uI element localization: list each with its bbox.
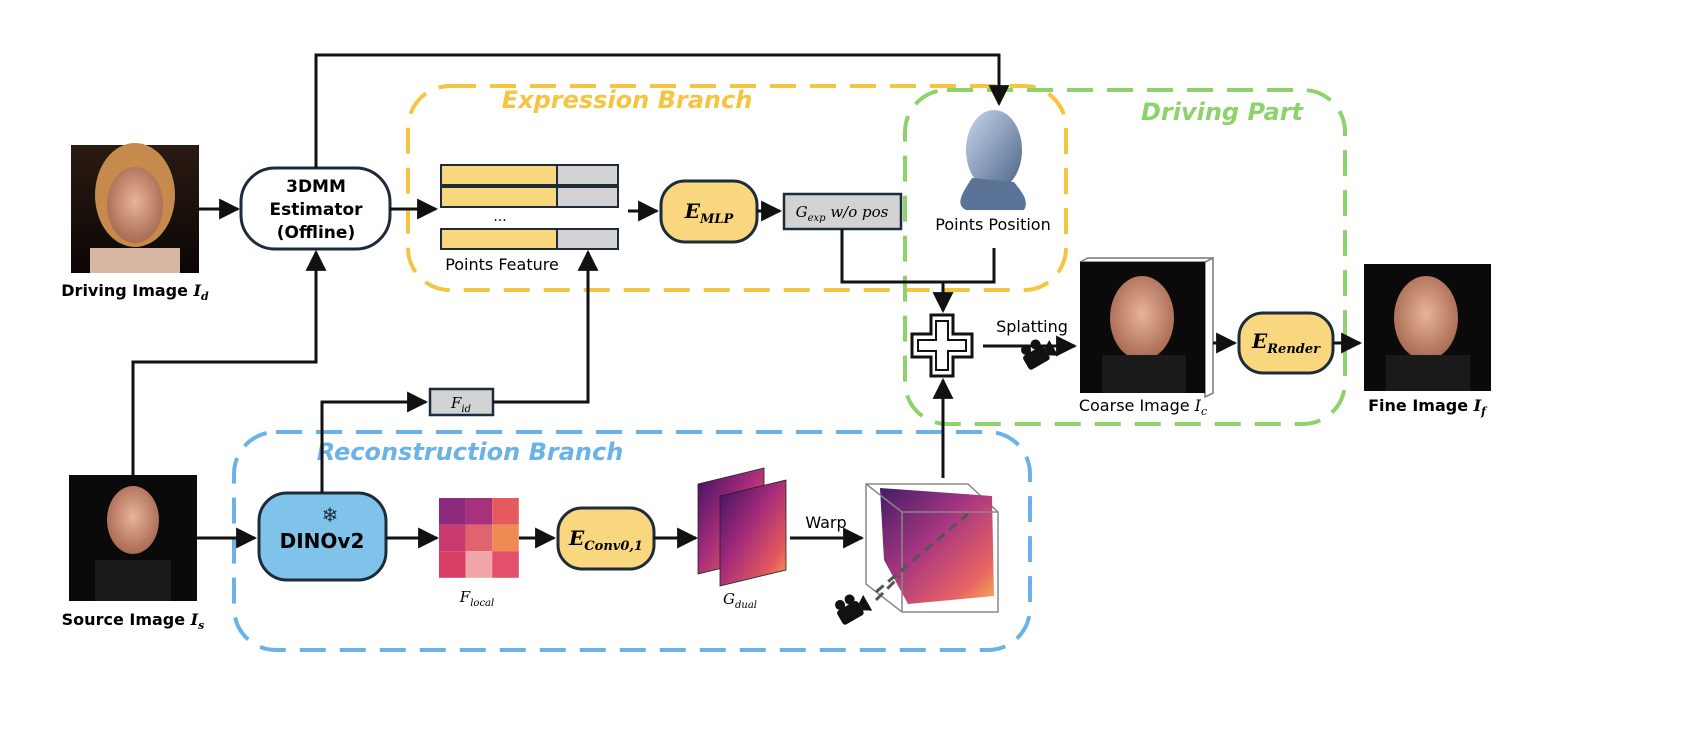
heatmap-cell [492, 551, 519, 578]
dinov2-label: DINOv2 [280, 529, 365, 553]
e-mlp-label: EMLP [684, 199, 735, 227]
heatmap-cell [465, 551, 493, 578]
g-dual-planes [697, 467, 787, 587]
points-feature-ellipsis: ... [493, 209, 506, 225]
g-exp-feature [782, 192, 903, 231]
driving-image-label: Driving Image Id [61, 281, 209, 303]
warped-volume-cube [865, 483, 999, 613]
3d-head-mesh [960, 110, 1026, 210]
warp-label: Warp [805, 513, 846, 532]
camera-icon [1021, 339, 1059, 370]
driving-image [71, 143, 199, 273]
expression-branch-title: Expression Branch [502, 86, 753, 114]
fine-image-label: Fine Image If [1368, 396, 1488, 418]
snowflake-icon: ❄ [322, 503, 339, 527]
heatmap-cell [492, 524, 519, 552]
g-exp-label: Gexp w/o pos [796, 203, 889, 224]
camera-icon-reconstruction [835, 594, 873, 625]
heatmap-cell [465, 498, 493, 525]
estimator-line2: Estimator [269, 200, 363, 220]
connectors [131, 53, 1363, 549]
heatmap-cell [465, 524, 493, 552]
reconstruction-branch-title: Reconstruction Branch [317, 438, 624, 466]
coarse-image-label: Coarse Image Ic [1079, 396, 1207, 418]
source-image [69, 475, 197, 601]
estimator-line3: (Offline) [277, 223, 355, 243]
expression-branch-box [406, 84, 1068, 292]
estimator-line1: 3DMM [286, 177, 346, 197]
heatmap-cell [439, 498, 466, 525]
fine-image [1364, 264, 1491, 391]
heatmap-cell [439, 524, 466, 552]
e-render-label: ERender [1251, 329, 1321, 357]
coarse-image [1079, 256, 1214, 399]
e-conv-label: EConv0,1 [568, 526, 643, 554]
f-local-label: Flocal [459, 588, 494, 609]
source-image-label: Source Image Is [62, 610, 205, 632]
heatmap-cell [439, 551, 466, 578]
splatting-label: Splatting [996, 317, 1068, 336]
points-position-label: Points Position [935, 215, 1050, 234]
points-feature-stack [440, 164, 619, 250]
f-id-label: Fid [450, 394, 471, 415]
g-dual-label: Gdual [723, 590, 757, 611]
driving-part-box [903, 88, 1347, 426]
driving-part-title: Driving Part [1141, 98, 1305, 126]
combine-plus-icon [910, 313, 974, 378]
heatmap-cell [492, 498, 519, 525]
reconstruction-branch-box [232, 430, 1032, 652]
f-local-heatmap [439, 498, 519, 578]
points-feature-label: Points Feature [445, 255, 559, 274]
